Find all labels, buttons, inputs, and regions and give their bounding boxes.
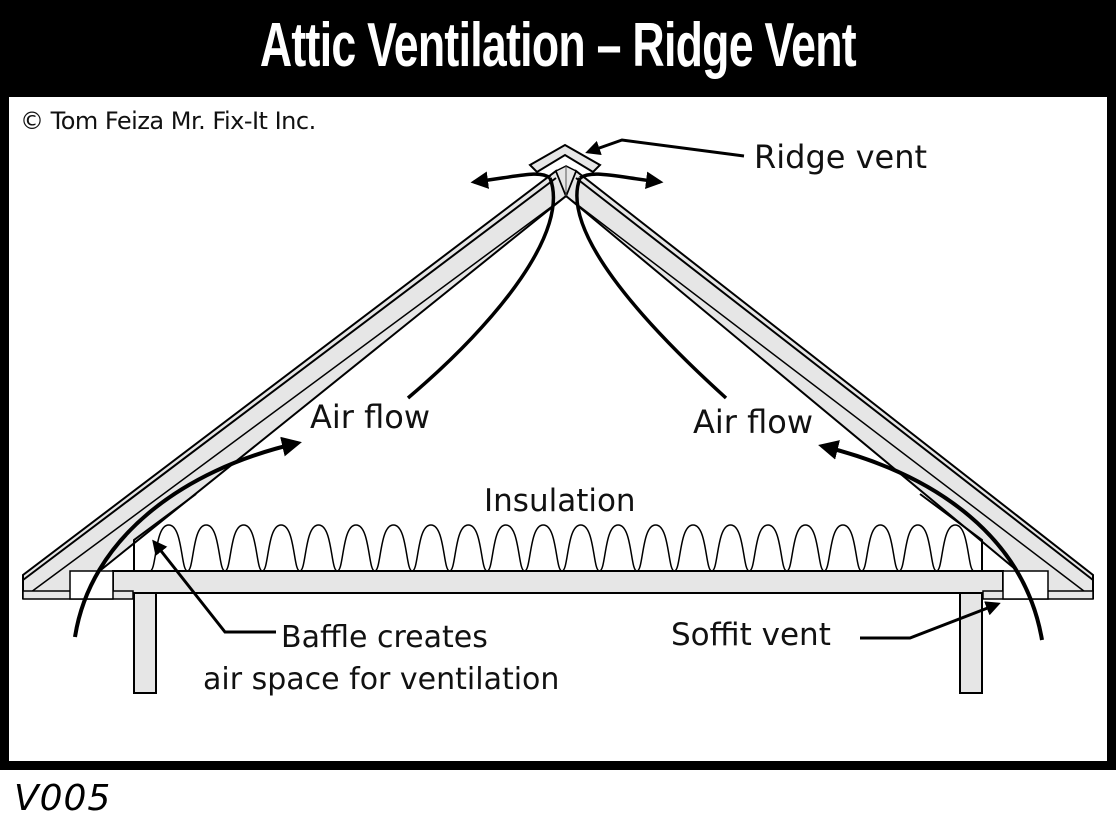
right-rafter [564,169,1094,599]
soffit-vent-leader [860,601,1001,640]
title-bar: Attic Ventilation – Ridge Vent [0,0,1116,97]
diagram-title: Attic Ventilation – Ridge Vent [259,10,857,80]
baffle-leader [152,539,276,634]
left-exhaust-arrow [470,171,552,189]
ridge-vent-label: Ridge vent [754,138,928,176]
right-exhaust-arrow [579,171,664,189]
ridge-vent-cap [528,143,602,174]
right-attic-airflow-curve [575,177,728,400]
soffit-vent-label: Soffit vent [671,617,831,653]
right-soffit-airflow-arrow [818,440,1044,641]
right-wall-stud [959,592,983,694]
baffle-label-line1: Baffle creates [281,620,488,655]
ridge-peak [555,165,577,199]
copyright-notice: © Tom Feiza Mr. Fix-It Inc. [20,107,316,135]
diagram-frame [0,97,1116,770]
baffle-label: Baffle creates air space for ventilation [203,617,559,701]
air-flow-label-right: Air flow [693,403,814,441]
ridge-vent-leader [585,138,745,158]
left-soffit-airflow-arrow [73,436,302,638]
left-wall-stud [133,592,157,694]
insulation-label: Insulation [484,483,636,519]
diagram-canvas [9,97,1107,761]
insulation [149,524,975,572]
left-rafter [22,169,568,599]
right-baffle [919,493,983,571]
air-flow-label-left: Air flow [310,398,431,436]
left-attic-airflow-curve [406,177,556,400]
left-baffle [133,493,197,571]
diagram-code: V005 [14,778,112,819]
baffle-label-line2: air space for ventilation [203,662,560,697]
ceiling-joist [112,570,1004,594]
